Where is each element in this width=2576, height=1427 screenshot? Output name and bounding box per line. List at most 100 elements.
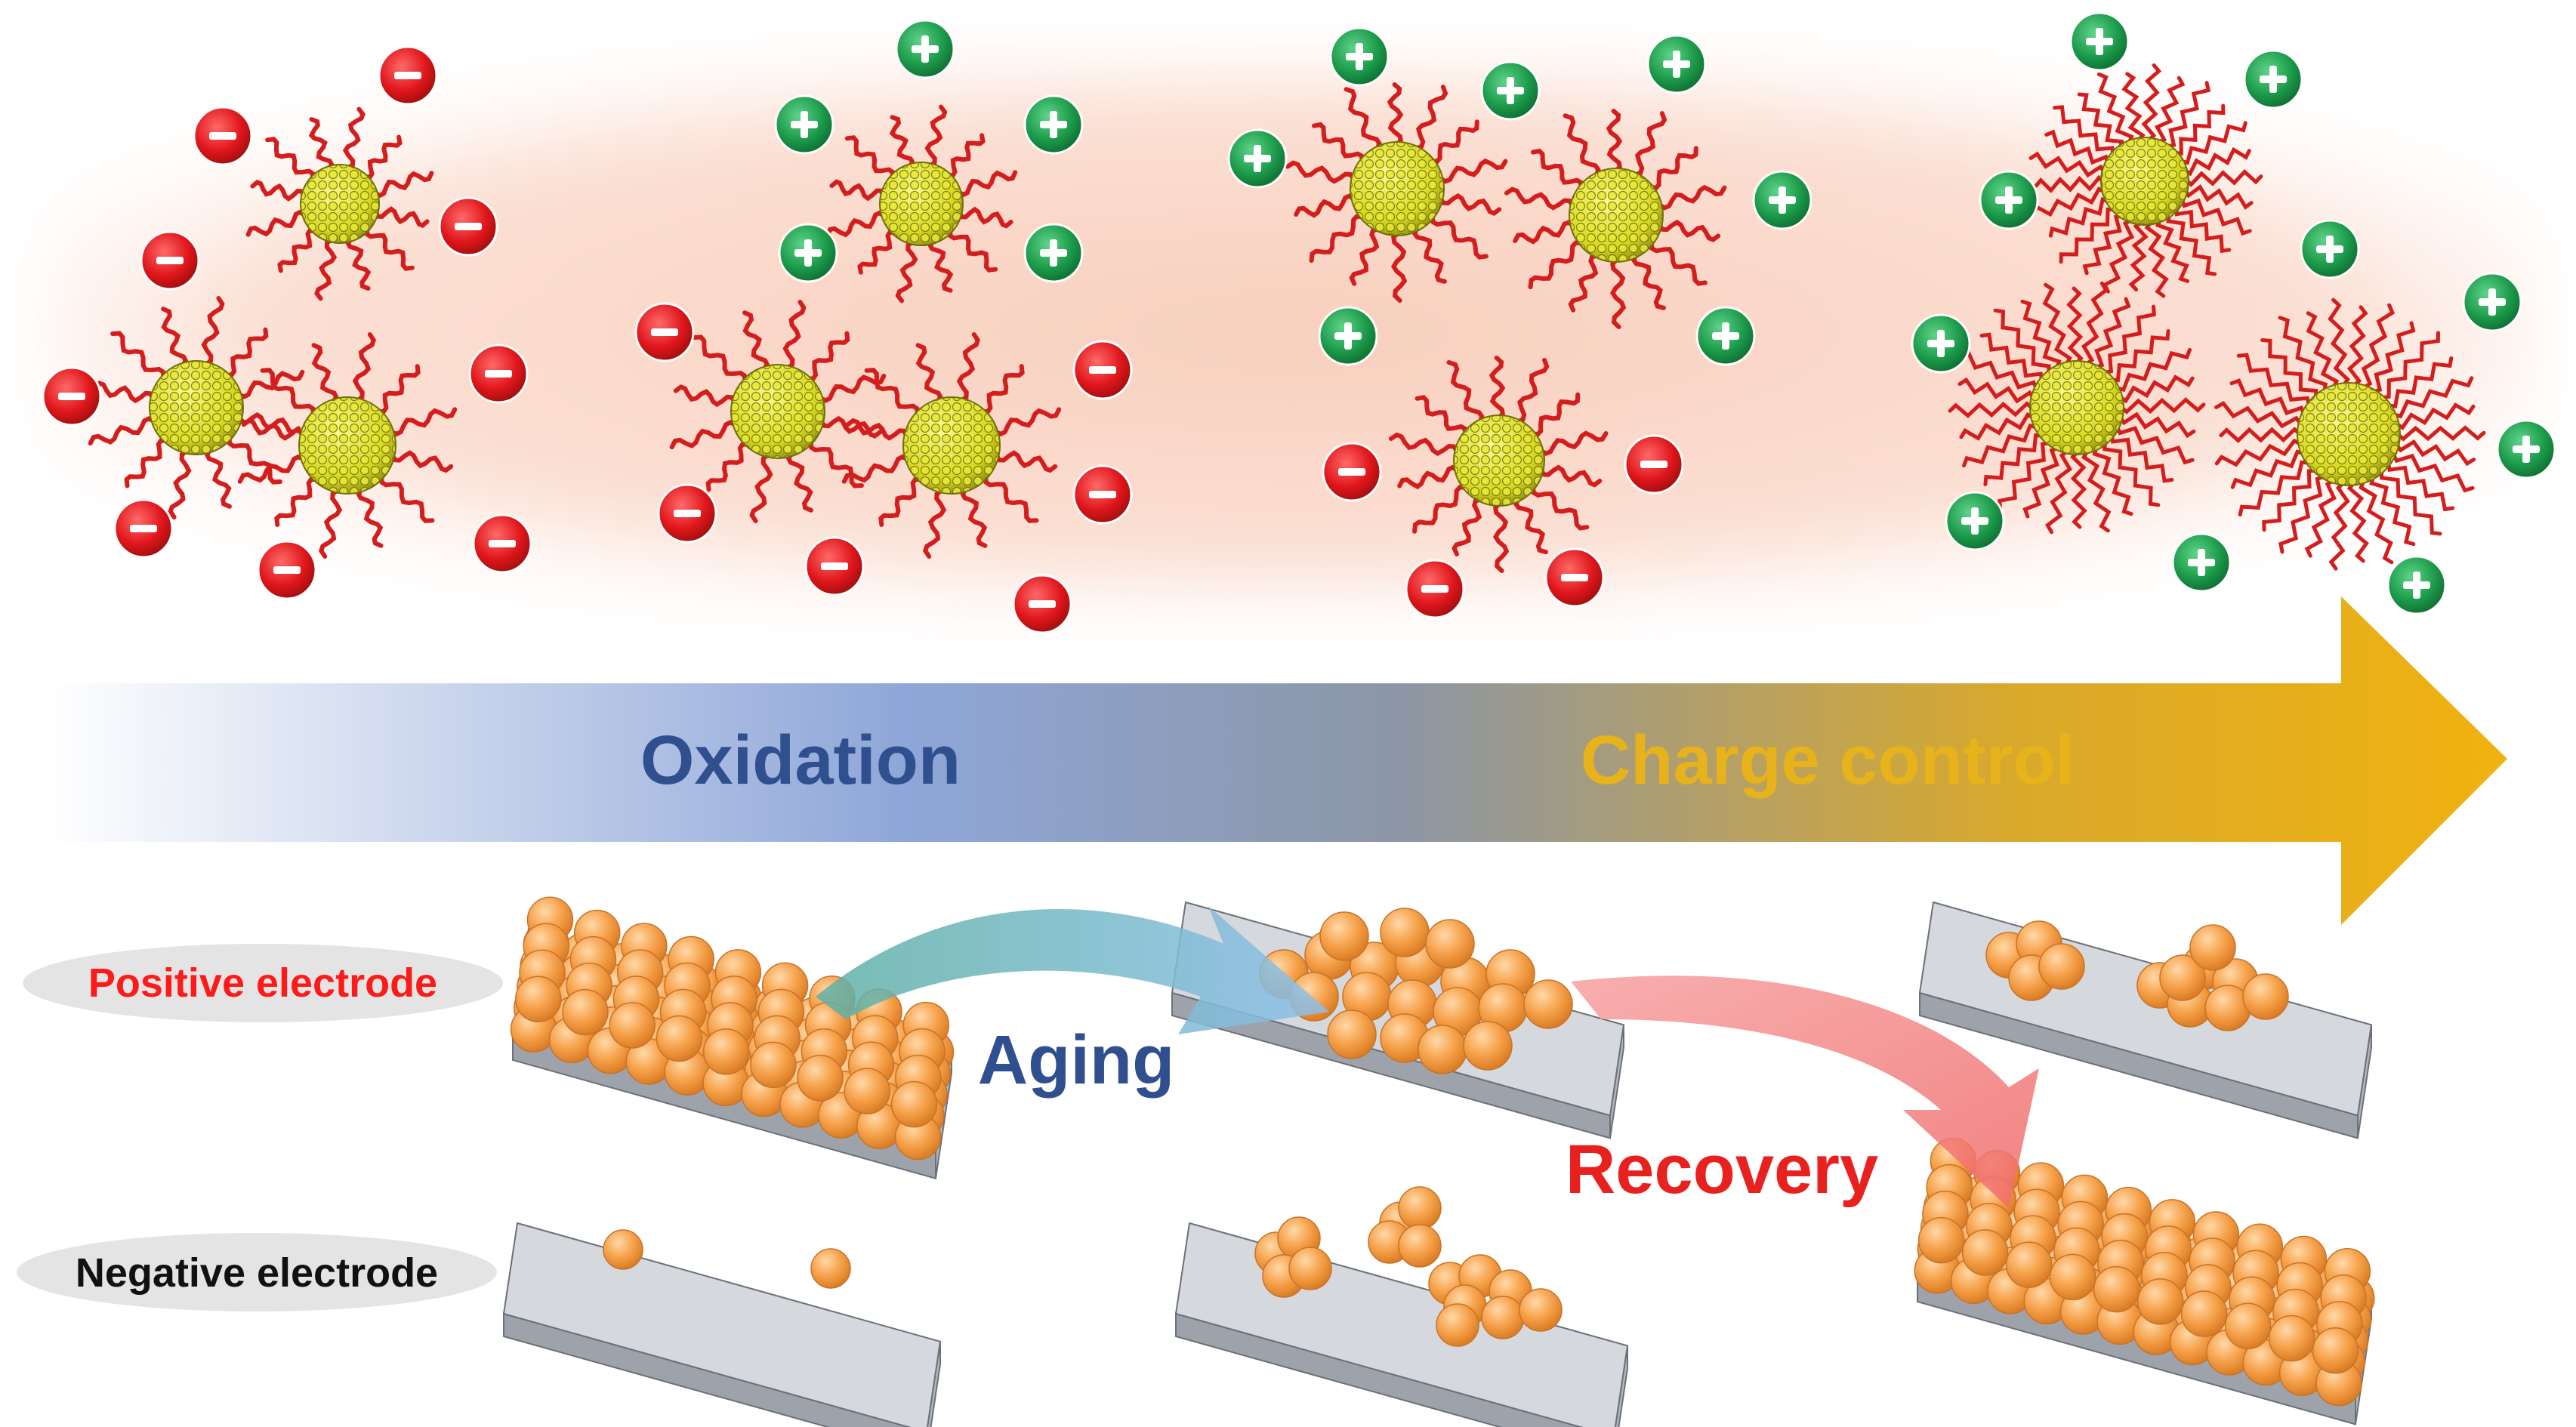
positive-ion-icon [2300, 219, 2360, 279]
negative-ion-icon [113, 498, 174, 559]
metal-particle [1418, 1025, 1467, 1074]
recovery-label: Recovery [1566, 1131, 1878, 1208]
recovery-arrow [1571, 975, 2039, 1208]
positive-ion-icon [1911, 313, 1971, 374]
negative-ion-icon [1012, 574, 1072, 634]
positive-ion-icon [1023, 223, 1084, 283]
metal-particle [603, 1229, 643, 1270]
positive-ion-icon [774, 94, 835, 155]
metal-particle [750, 1041, 797, 1089]
metal-particle [890, 1080, 938, 1128]
metal-particle [810, 1248, 851, 1289]
metal-particle [1380, 908, 1430, 957]
positive-ion-icon [1329, 26, 1390, 87]
metal-particle [2159, 954, 2206, 1001]
negative-ion-icon [472, 513, 532, 574]
nanoparticle [1285, 82, 1508, 303]
nanoparticle [2028, 63, 2263, 298]
positive-ion-icon [778, 223, 838, 283]
metal-particle [2180, 1290, 2228, 1337]
negative-ion-icon [468, 344, 529, 404]
positive-ion-icon [2496, 419, 2556, 479]
metal-particle [2268, 1315, 2315, 1362]
process-arrow [45, 596, 2507, 925]
positive-electrode-tag: Positive electrode [23, 944, 503, 1022]
negative-ion-icon [1624, 434, 1684, 495]
negative-ion-icon [657, 483, 717, 544]
nanoparticle [237, 332, 458, 559]
metal-particle [1288, 1247, 1332, 1290]
metal-particle [1519, 1288, 1563, 1332]
aging-label: Aging [978, 1022, 1175, 1099]
metal-particle [1481, 1296, 1525, 1339]
negative-ion-icon [804, 536, 865, 596]
metal-particle [2093, 1265, 2140, 1313]
positive-ion-icon [1227, 128, 1288, 189]
nanoparticle [1948, 281, 2206, 535]
electrode-layer [502, 896, 2375, 1427]
metal-particle [1436, 1303, 1479, 1347]
negative-ion-icon [1072, 464, 1133, 525]
metal-particle [2038, 943, 2085, 990]
metal-particle [2049, 1253, 2096, 1301]
oxidation-label: Oxidation [640, 722, 961, 799]
nanoparticle [841, 332, 1062, 559]
negative-ion-icon [634, 302, 695, 362]
positive-electrode-label: Positive electrode [88, 960, 437, 1006]
positive-ion-icon [1752, 170, 1812, 230]
positive-ion-icon [2069, 11, 2130, 72]
metal-particle [844, 1068, 891, 1114]
metal-particle [797, 1054, 844, 1102]
positive-ion-icon [2462, 272, 2522, 332]
metal-particle [2312, 1327, 2359, 1374]
nanoparticle [669, 300, 887, 523]
nanoparticle [245, 106, 434, 301]
metal-particle [702, 1028, 750, 1075]
metal-particle [1425, 919, 1475, 969]
negative-electrode-tag: Negative electrode [17, 1233, 497, 1311]
positive-ion-icon [2171, 532, 2232, 593]
metal-particle [1398, 1186, 1442, 1230]
negative-ion-icon [1322, 442, 1382, 502]
metal-particle [1463, 1021, 1513, 1071]
metal-particle [1398, 1224, 1442, 1268]
negative-ion-icon [1072, 340, 1133, 400]
electrode-plate [502, 1222, 942, 1427]
aging-arrow [816, 906, 1329, 1034]
solution-halo [45, 60, 2537, 604]
negative-ion-icon [1405, 559, 1465, 619]
positive-ion-icon [1318, 306, 1378, 366]
nanoparticle [825, 104, 1018, 304]
metal-particle [1523, 979, 1573, 1029]
negative-electrode-label: Negative electrode [76, 1250, 438, 1296]
negative-ion-icon [140, 230, 200, 291]
ion-layer [42, 11, 2556, 634]
positive-ion-icon [1480, 60, 1541, 121]
negative-ion-icon [42, 366, 102, 427]
metal-particle [1917, 1216, 1965, 1264]
metal-particle [656, 1015, 703, 1062]
charge-control-label: Charge control [1581, 722, 2075, 799]
positive-ion-icon [1979, 170, 2039, 230]
metal-particle [2005, 1241, 2053, 1288]
metal-particle [1319, 911, 1369, 961]
positive-ion-icon [2243, 49, 2303, 109]
metal-particle [609, 1002, 656, 1049]
metal-particle [2242, 973, 2289, 1020]
nanoparticle [2214, 297, 2486, 571]
metal-particle [562, 988, 609, 1036]
negative-ion-icon [193, 106, 253, 166]
metal-particle [2189, 924, 2236, 971]
metal-particle [1961, 1229, 2009, 1276]
positive-ion-icon [2386, 555, 2447, 615]
negative-ion-icon [438, 196, 498, 257]
positive-ion-icon [1945, 491, 2005, 551]
negative-ion-icon [378, 45, 438, 106]
metal-particle [2224, 1302, 2272, 1350]
metal-particle [514, 975, 562, 1022]
nanoparticle [1388, 356, 1609, 573]
positive-ion-icon [1646, 34, 1707, 94]
nanoparticle [1504, 109, 1727, 329]
positive-ion-icon [1695, 306, 1756, 366]
